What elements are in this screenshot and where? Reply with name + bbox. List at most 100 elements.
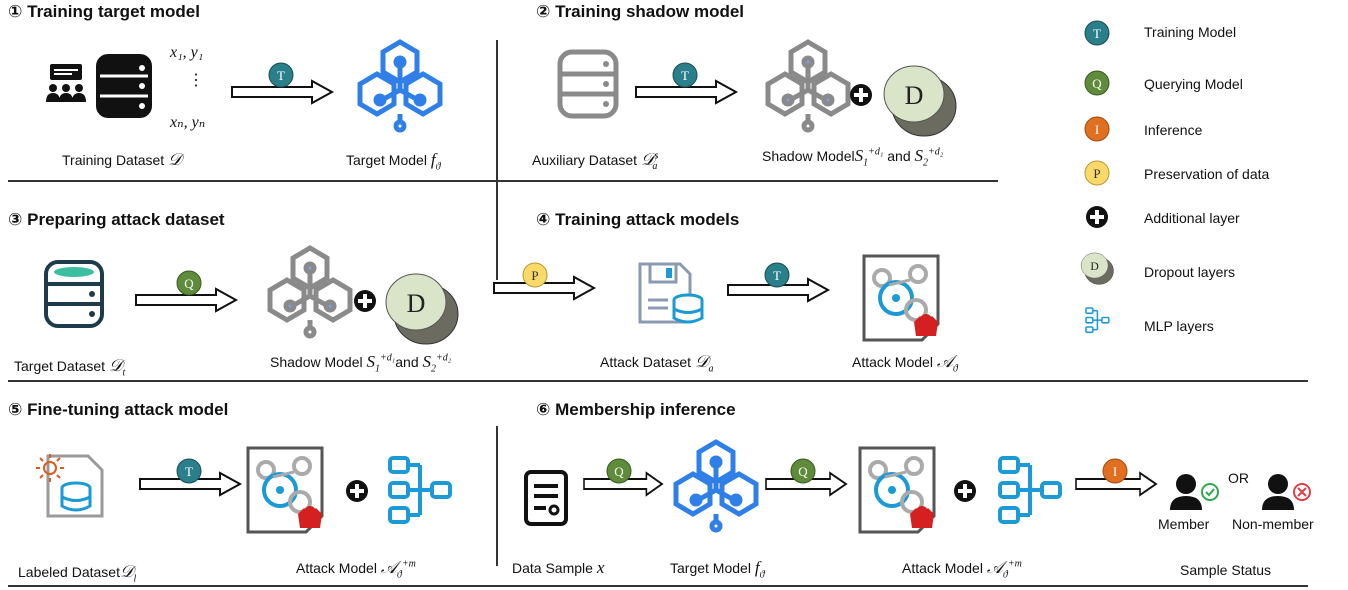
target-model-icon	[676, 442, 760, 532]
svg-text:T: T	[681, 68, 689, 83]
step2-arrow	[635, 80, 737, 104]
step2-model-label: Shadow ModelS1+d₁ and S2+d₂	[762, 146, 943, 168]
svg-text:T: T	[773, 268, 781, 283]
sample-status-label: Sample Status	[1180, 562, 1272, 578]
divider-row1	[8, 180, 998, 182]
target-dataset-symbol: 𝒟t	[108, 356, 126, 379]
attack-model-icon	[858, 446, 936, 534]
divider-row2	[8, 380, 1308, 382]
dropout-layer-icon	[1080, 252, 1114, 285]
auxiliary-dataset-symbol: 𝒟sa	[640, 150, 659, 173]
step3-title: ③ Preparing attack dataset	[8, 210, 225, 229]
shadow-model-symbol-2: S2+d₂	[422, 352, 452, 375]
step6-arrow-1	[583, 472, 663, 496]
target-model-text: Target Model	[670, 560, 751, 576]
data-sample-icon	[524, 470, 568, 526]
step4-training-badge: T	[764, 262, 790, 288]
step1-model-label: Target Model fϑ	[346, 150, 440, 172]
attack-model-text: Attack Model	[902, 560, 983, 576]
shadow-model-icon	[270, 248, 354, 338]
training-database-icon	[94, 52, 154, 120]
step6-arrow-3	[1075, 472, 1157, 496]
shadow-model-and: and	[395, 354, 419, 370]
step1-sample-dots: ⋮	[188, 72, 204, 89]
legend: T Training Model Q Querying Model I Infe…	[1080, 18, 1330, 348]
svg-text:P: P	[1093, 166, 1100, 181]
vertical-divider-top	[496, 40, 498, 280]
attack-dataset-icon	[638, 262, 704, 324]
step3-querying-badge: Q	[176, 270, 202, 296]
shadow-model-icon	[768, 42, 852, 132]
auxiliary-dataset-text: Auxiliary Dataset	[532, 152, 638, 168]
member-label: Member	[1158, 516, 1210, 532]
additional-layer-icon	[850, 84, 872, 106]
labeled-dataset-icon	[36, 454, 104, 518]
target-database-icon	[44, 260, 104, 328]
data-sample-text: Data Sample	[512, 560, 593, 576]
target-model-icon	[360, 42, 444, 132]
shadow-model-text: Shadow Model	[270, 354, 363, 370]
labeled-dataset-text: Labeled Dataset	[18, 564, 120, 580]
step6-attack-label: Attack Model 𝒜ϑ+m	[902, 558, 1022, 580]
svg-text:T: T	[277, 68, 285, 83]
querying-badge-icon: Q	[1084, 70, 1110, 96]
svg-text:I: I	[1113, 464, 1117, 479]
attack-model-icon	[246, 446, 324, 534]
target-model-symbol: fϑ	[754, 558, 765, 581]
svg-text:T: T	[185, 464, 193, 479]
legend-label-inference: Inference	[1144, 122, 1203, 138]
legend-label-querying: Querying Model	[1144, 76, 1243, 92]
step4-model-label: Attack Model 𝒜ϑ	[852, 352, 958, 374]
step4-title: ④ Training attack models	[536, 210, 740, 229]
labeled-dataset-symbol: 𝒟l	[119, 562, 137, 585]
svg-text:Q: Q	[184, 276, 194, 291]
shadow-model-text: Shadow Model	[762, 148, 855, 164]
legend-label-preservation: Preservation of data	[1144, 166, 1270, 182]
legend-label-mlp: MLP layers	[1144, 318, 1214, 334]
step5-title: ⑤ Fine-tuning attack model	[8, 400, 229, 419]
step2-dataset-label: Auxiliary Dataset 𝒟sa	[532, 150, 659, 173]
dropout-layer-icon	[883, 65, 957, 137]
step6-inference-badge: I	[1102, 458, 1128, 484]
or-label: OR	[1228, 470, 1249, 486]
additional-layer-icon	[954, 480, 976, 502]
member-person-icon	[1170, 474, 1219, 510]
training-dataset-text: Training Dataset	[62, 152, 165, 168]
non-member-label: Non-member	[1232, 516, 1314, 532]
divider-row3	[8, 585, 1308, 587]
step5-dataset-label: Labeled Dataset𝒟l	[18, 562, 136, 584]
attack-model-icon	[862, 254, 940, 342]
attack-model-text: Attack Model	[852, 354, 933, 370]
step4-arrow	[727, 278, 829, 302]
attack-model-symbol: 𝒜ϑ	[936, 352, 958, 375]
attack-dataset-text: Attack Dataset	[600, 354, 692, 370]
attack-model-symbol: 𝒜ϑ+m	[380, 558, 416, 581]
step2-training-badge: T	[672, 62, 698, 88]
svg-text:I: I	[1095, 122, 1099, 137]
vertical-divider-bottom	[496, 426, 498, 566]
step1-sample-last: xₙ, yₙ	[170, 114, 206, 131]
legend-label-additional: Additional layer	[1144, 210, 1240, 226]
shadow-model-and: and	[887, 148, 911, 164]
mlp-layer-icon	[1085, 307, 1110, 334]
attack-dataset-symbol: 𝒟a	[694, 352, 714, 375]
legend-label-training: Training Model	[1144, 24, 1237, 40]
step5-model-label: Attack Model 𝒜ϑ+m	[296, 558, 416, 580]
attack-model-symbol: 𝒜ϑ+m	[986, 558, 1022, 581]
step5-training-badge: T	[176, 458, 202, 484]
step1-arrow	[231, 80, 333, 104]
shadow-model-symbol-1: S1+d₁	[854, 146, 884, 169]
shadow-model-symbol-1: S1+d₁	[366, 352, 396, 375]
step6-querying-badge-2: Q	[790, 458, 816, 484]
step4-preservation-badge: P	[522, 262, 548, 288]
step1-sample-first: x₁, y₁	[170, 44, 204, 61]
mlp-layer-icon	[388, 456, 452, 524]
step6-title: ⑥ Membership inference	[536, 400, 736, 419]
inference-badge-icon: I	[1084, 116, 1110, 142]
step6-target-label: Target Model fϑ	[670, 558, 764, 580]
target-model-text: Target Model	[346, 152, 427, 168]
step5-arrow	[139, 472, 241, 496]
step3-arrow	[135, 288, 237, 312]
shadow-model-symbol-2: S2+d₂	[914, 146, 944, 169]
step4-input-arrow	[493, 276, 595, 300]
